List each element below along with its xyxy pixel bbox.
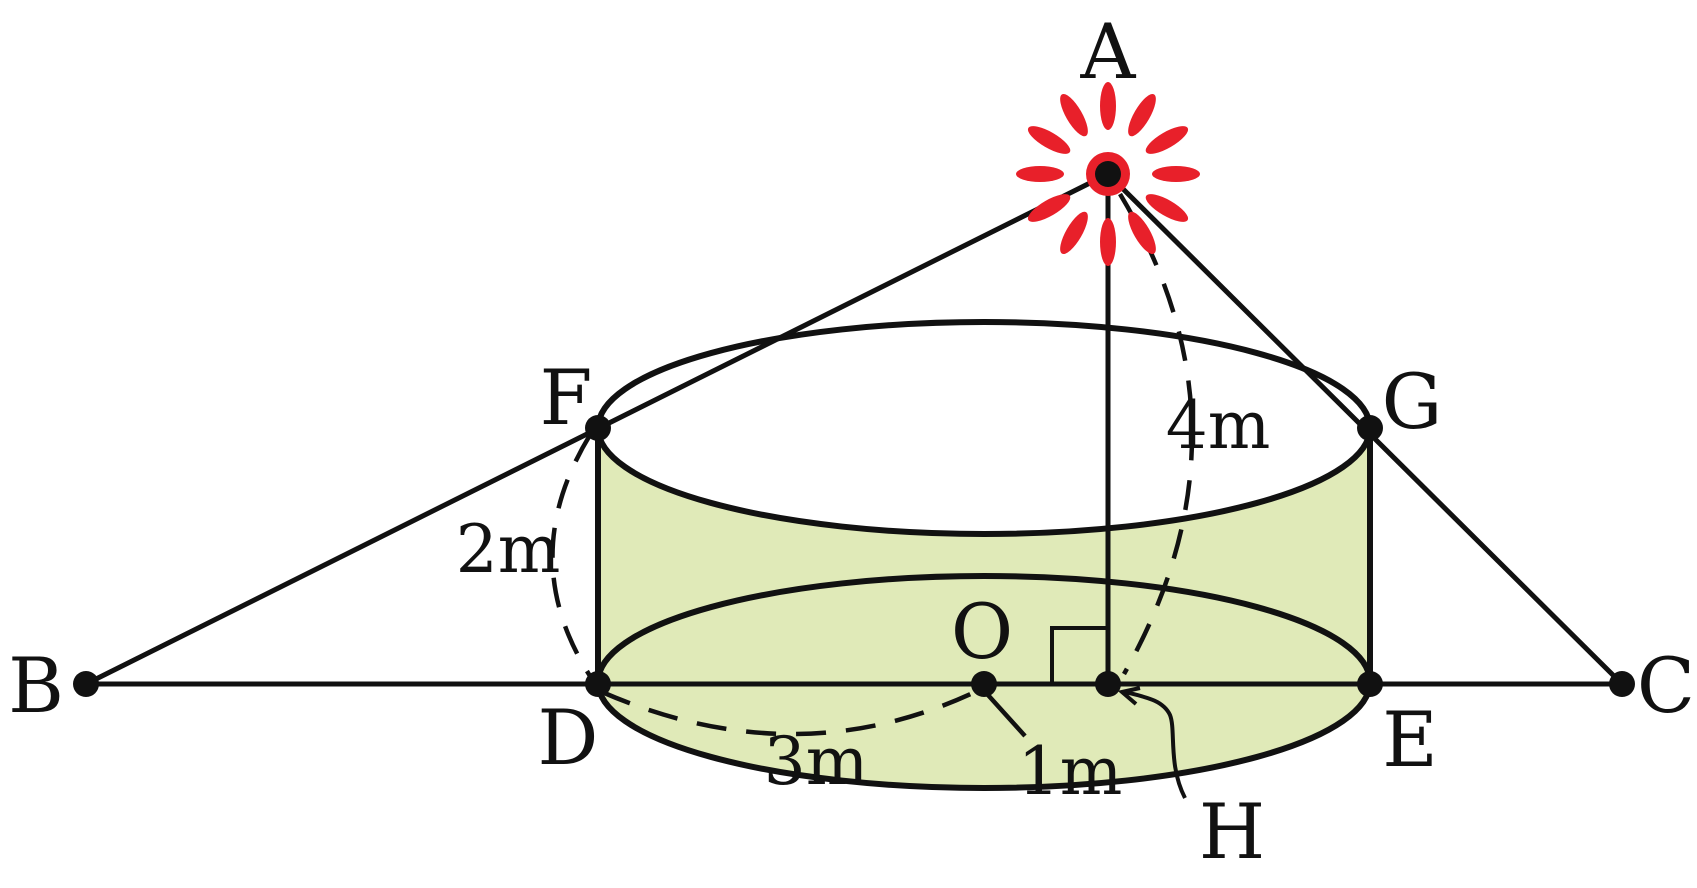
- measure-4m: 4m: [1166, 387, 1271, 464]
- label-C: C: [1637, 641, 1695, 730]
- point-O: [971, 671, 997, 697]
- label-O: O: [951, 587, 1013, 676]
- label-B: B: [8, 641, 64, 730]
- point-G: [1357, 415, 1383, 441]
- measure-2m: 2m: [456, 511, 561, 588]
- right-angle-marker: [1050, 626, 1108, 684]
- label-H: H: [1199, 787, 1265, 876]
- dimension-arc-1m: [986, 693, 1027, 738]
- dimension-arc-4m: [1118, 192, 1195, 676]
- label-A: A: [1080, 7, 1137, 96]
- label-F: F: [540, 353, 593, 442]
- label-D: D: [538, 693, 599, 782]
- pointer-H: [1124, 690, 1187, 799]
- measure-1m: 1m: [1018, 733, 1123, 810]
- point-C: [1609, 671, 1635, 697]
- point-B: [73, 671, 99, 697]
- label-G: G: [1382, 357, 1443, 446]
- point-E: [1357, 671, 1383, 697]
- dimension-arc-2m: [550, 433, 592, 678]
- point-H: [1095, 671, 1121, 697]
- dimension-arc-3m: [601, 689, 976, 737]
- pointer-H-arrowhead: [1117, 686, 1141, 706]
- measure-3m: 3m: [764, 723, 869, 800]
- label-E: E: [1382, 695, 1437, 784]
- light-burst-icon: [1016, 82, 1200, 266]
- point-F: [585, 415, 611, 441]
- cylinder-fill: [598, 428, 1370, 788]
- point-D: [585, 671, 611, 697]
